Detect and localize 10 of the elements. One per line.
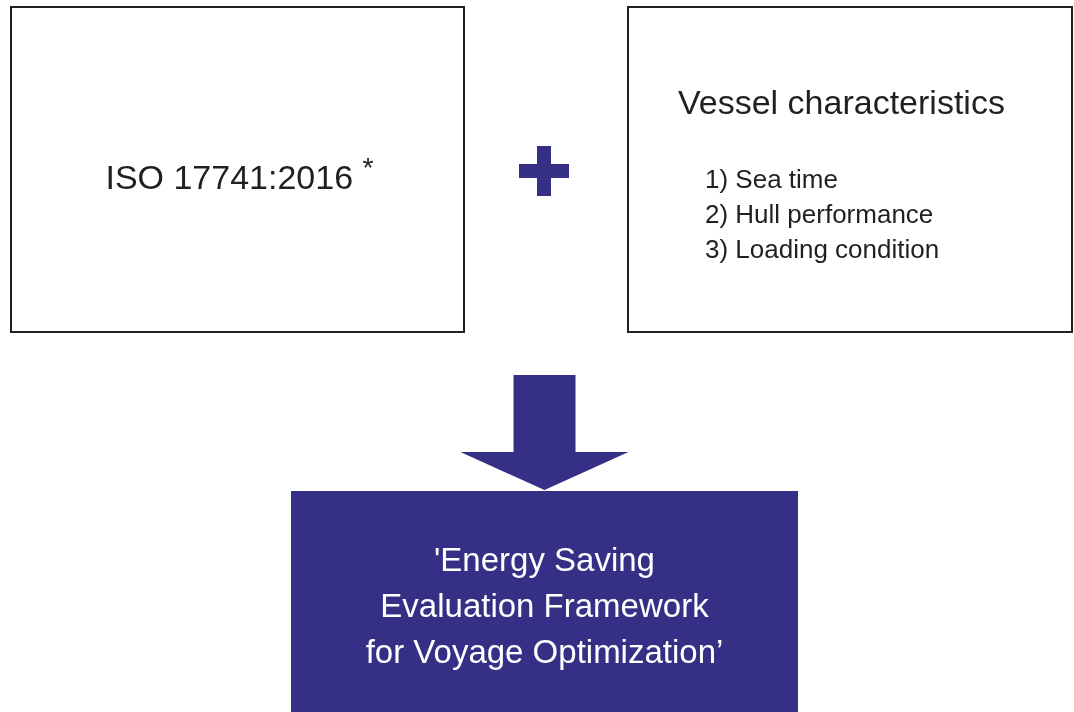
list-item: 1) Sea time xyxy=(705,164,838,195)
result-title: 'Energy Saving Evaluation Framework for Voyage Optimization’ xyxy=(364,540,725,672)
input-box xyxy=(10,6,465,333)
input-box xyxy=(627,6,1073,333)
list-item: 3) Loading condition xyxy=(705,234,940,265)
block-arrow xyxy=(460,375,629,490)
list-item: 2) Hull performance xyxy=(705,199,934,230)
box-title: ISO 17741:2016 $^{*}$ xyxy=(104,151,375,198)
result-box xyxy=(291,491,798,712)
box-title: Vessel characteristics xyxy=(678,83,1005,122)
